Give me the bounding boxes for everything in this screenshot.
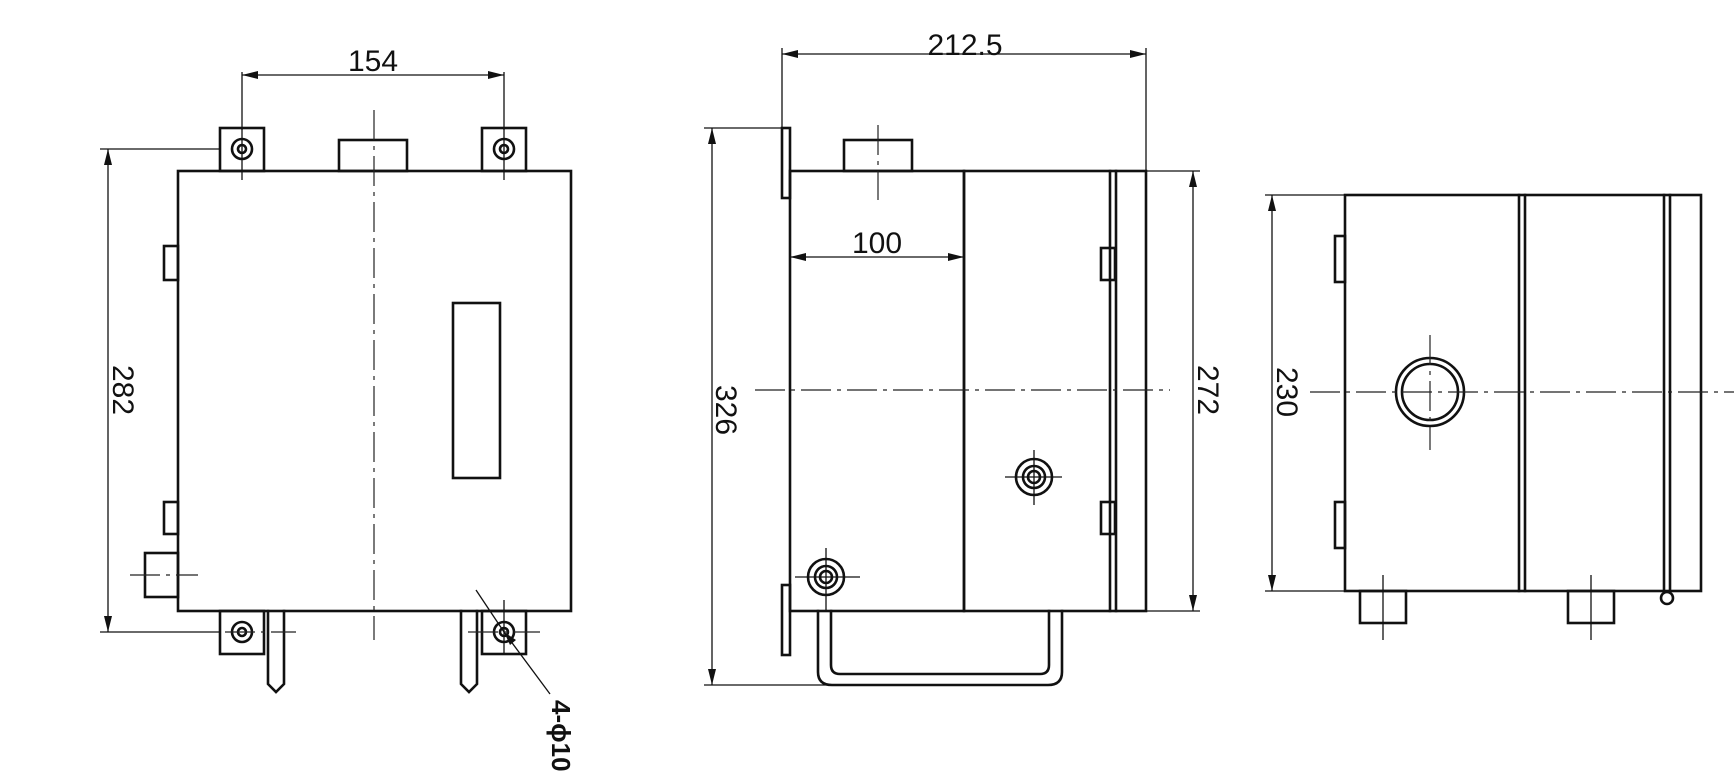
right-view: 230 xyxy=(1265,193,1734,640)
side-view: 212.5 100 326 272 xyxy=(704,29,1224,687)
dim-label-326: 326 xyxy=(709,385,742,435)
front-hinge-lower xyxy=(162,500,180,536)
side-latch-lower xyxy=(1099,500,1117,536)
side-mount-plate-top xyxy=(780,126,792,200)
front-window xyxy=(451,301,502,480)
front-bottom-rod-left xyxy=(266,609,286,694)
front-bottom-rod-right xyxy=(459,609,479,694)
front-hinge-upper xyxy=(162,244,180,282)
right-hinge-lower xyxy=(1333,500,1347,550)
right-latch-pin xyxy=(1659,590,1675,606)
dim-label-100: 100 xyxy=(852,227,902,260)
right-hinge-upper xyxy=(1333,234,1347,284)
side-handle xyxy=(816,609,1064,687)
dim-label-154: 154 xyxy=(348,45,398,78)
front-top-port xyxy=(337,138,409,173)
front-view: 154 282 4-ϕ10 xyxy=(100,45,576,772)
dim-label-230: 230 xyxy=(1270,367,1303,417)
dim-label-272: 272 xyxy=(1191,365,1224,415)
side-view-door-section xyxy=(962,169,1148,613)
dim-label-282: 282 xyxy=(106,365,139,415)
side-latch-upper xyxy=(1099,246,1117,282)
right-view-body xyxy=(1343,193,1703,593)
dim-label-4-phi10: 4-ϕ10 xyxy=(546,700,576,772)
dim-label-212-5: 212.5 xyxy=(927,29,1002,62)
side-mount-plate-bottom xyxy=(780,583,792,657)
